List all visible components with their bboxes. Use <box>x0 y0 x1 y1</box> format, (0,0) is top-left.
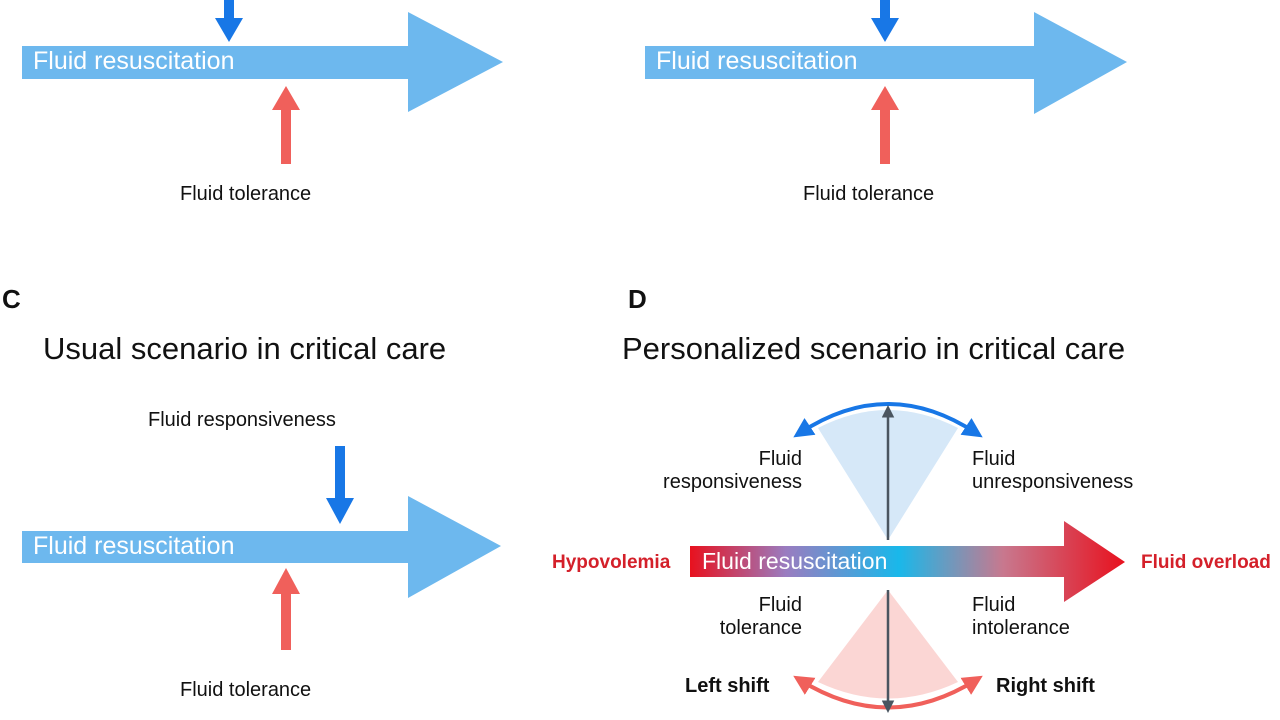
panel-a-tolerance-label: Fluid tolerance <box>180 183 312 205</box>
panel-d-letter: D <box>628 284 647 314</box>
panel-d-responsiveness-line-2: responsiveness <box>663 471 802 493</box>
panel-d-responsiveness-line-1: Fluid <box>758 448 802 470</box>
panel-a-arrow-label: Fluid resuscitation <box>33 47 235 75</box>
panel-d-intolerance-line-1: Fluid <box>972 594 1016 616</box>
panel-b-tolerance-label: Fluid tolerance <box>803 183 935 205</box>
panel-d-intolerance-line-2: intolerance <box>972 617 1070 639</box>
panel-d-responsiveness-curve-arrow <box>793 402 983 438</box>
panel-d-title: Personalized scenario in critical care <box>622 331 1126 366</box>
panel-b-resuscitation-arrow <box>645 12 1127 114</box>
panel-c-arrow-label: Fluid resuscitation <box>33 532 235 560</box>
panel-d-responsiveness-label: Fluid responsiveness <box>640 448 802 494</box>
panel-d-arrow-label: Fluid resuscitation <box>702 548 888 574</box>
panel-c-title: Usual scenario in critical care <box>43 331 447 366</box>
panel-c-responsiveness-arrow <box>326 446 354 524</box>
panel-d-tolerance-line-2: tolerance <box>719 617 802 639</box>
panel-d-intolerance-label: Fluid intolerance <box>972 594 1070 640</box>
panel-d-unresponsiveness-line-2: unresponsiveness <box>972 471 1134 493</box>
panel-d-left-shift-label: Left shift <box>685 675 770 697</box>
panel-d-right-shift-label: Right shift <box>996 675 1095 697</box>
panel-c-responsiveness-label: Fluid responsiveness <box>148 409 336 431</box>
panel-d-hypovolemia-label: Hypovolemia <box>552 552 671 573</box>
panel-a-tolerance-arrow <box>272 86 300 164</box>
panel-c-tolerance-arrow <box>272 568 300 650</box>
panel-d-overload-label: Fluid overload <box>1141 552 1271 573</box>
panel-c-tolerance-label: Fluid tolerance <box>180 679 312 701</box>
panel-d-tolerance-line-1: Fluid <box>758 594 802 616</box>
panel-b-tolerance-arrow <box>871 86 899 164</box>
panel-b-arrow-label: Fluid resuscitation <box>656 47 858 75</box>
panel-d-unresponsiveness-label: Fluid unresponsiveness <box>972 448 1133 494</box>
panel-c-resuscitation-arrow <box>22 496 501 598</box>
panel-a-responsiveness-arrow <box>215 0 243 42</box>
panel-c-letter: C <box>2 284 21 314</box>
panel-a-resuscitation-arrow <box>22 12 503 112</box>
panel-d-tolerance-label: Fluid tolerance <box>690 594 802 640</box>
panel-b-responsiveness-arrow <box>871 0 899 42</box>
panel-d-unresponsiveness-line-1: Fluid <box>972 448 1016 470</box>
panel-d-resuscitation-arrow <box>690 521 1125 602</box>
